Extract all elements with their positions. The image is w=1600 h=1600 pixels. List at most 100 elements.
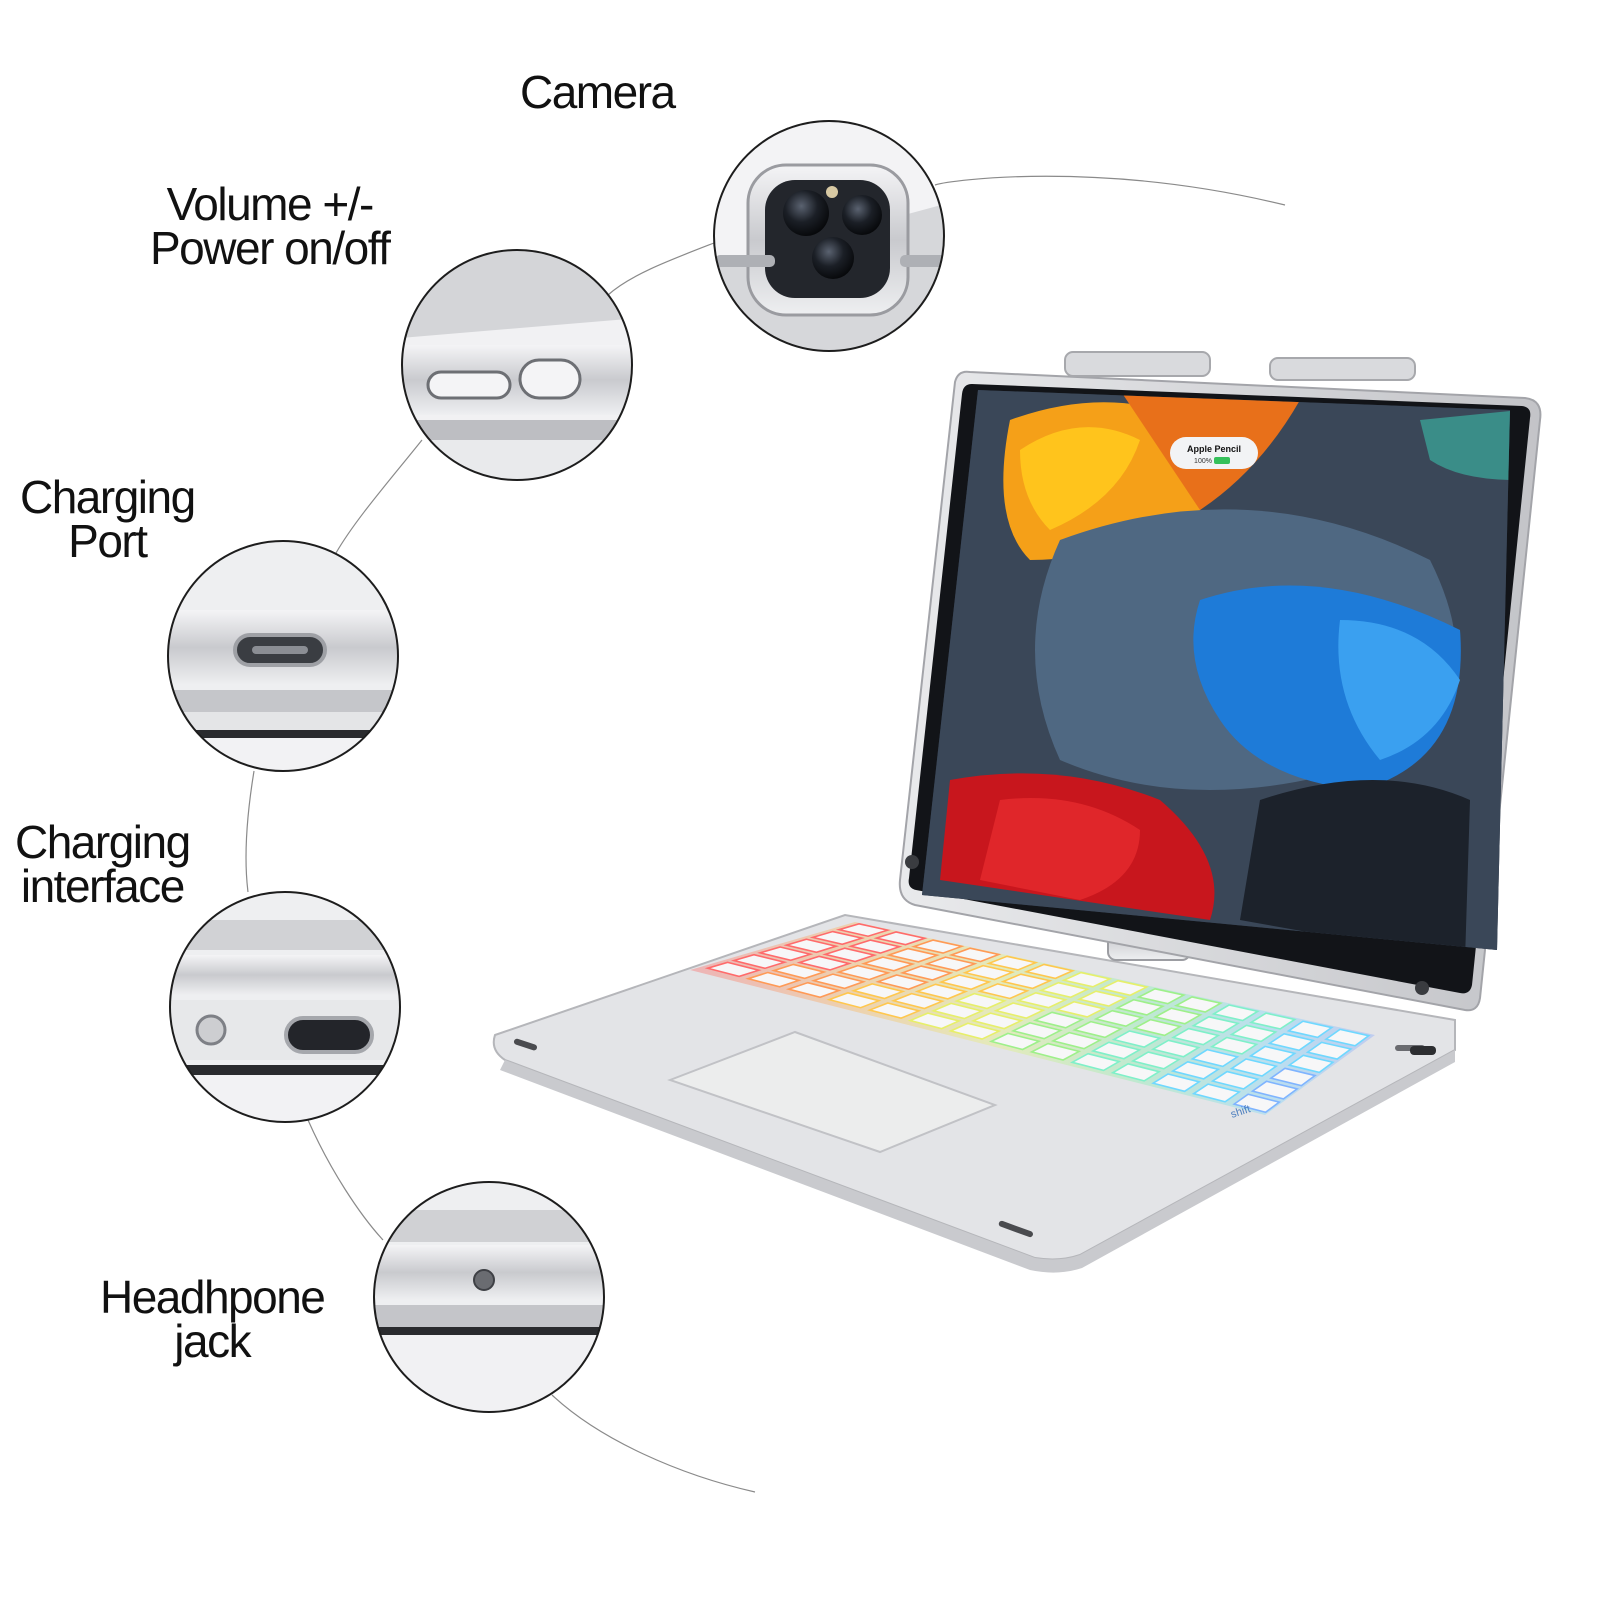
camera-lens-icon: [783, 190, 829, 236]
keyboard-key: [1115, 998, 1166, 1016]
volume-button-icon: [426, 370, 512, 400]
keyboard-key: [890, 992, 945, 1010]
connector-arc: [607, 242, 715, 296]
keyboard-key: [948, 1022, 1002, 1040]
keyboard-key: [1171, 1027, 1221, 1046]
keyboard-key: [1050, 1031, 1103, 1050]
keyboard-key: [1023, 963, 1076, 980]
keyboard-key: [1153, 1007, 1203, 1025]
keyboard-key: [1229, 1024, 1278, 1043]
keyboard-key: [1286, 1020, 1334, 1039]
keyboard-key: [986, 955, 1039, 971]
power-button-icon: [518, 358, 582, 400]
tablet-screen: Apple Pencil 100%: [922, 390, 1510, 950]
keyboard-key: [1305, 1041, 1353, 1060]
keyboard-key: [1170, 1060, 1221, 1080]
keyboard-key: [1098, 979, 1150, 997]
pencil-holder: [1064, 351, 1211, 377]
keyboard-key: [1000, 973, 1053, 990]
keyboard-key: [822, 947, 878, 963]
volume-power-label: Volume +/- Power on/off: [150, 178, 391, 274]
shift-key-label: shift: [1229, 1103, 1252, 1121]
charging-port-label-line1: Charging: [20, 471, 196, 523]
keyboard-key: [1151, 1073, 1202, 1093]
charging-port-label: Charging Port: [20, 471, 196, 567]
camera-label-text: Camera: [520, 66, 676, 118]
keyboard-key: [1232, 1093, 1282, 1114]
charging-socket-icon: [284, 1016, 374, 1054]
keyboard-key: [730, 953, 788, 970]
keyboard-key: [873, 931, 928, 946]
battery-icon: [1214, 457, 1230, 464]
keyboard-key: [810, 973, 867, 990]
camera-lens-icon: [812, 237, 854, 279]
notification-battery: 100%: [1194, 458, 1212, 465]
keyboard-key: [1090, 1041, 1142, 1060]
keyboard-key: [1111, 1030, 1162, 1048]
keyboard-key: [1173, 996, 1223, 1013]
keyboard-key: [1191, 1015, 1241, 1034]
volume-label-line: Volume +/-: [166, 178, 375, 230]
keyboard-key: [785, 981, 842, 999]
keyboard-key: [850, 983, 906, 1000]
keyboard-key: [1093, 1009, 1145, 1028]
keyboard-key: [1150, 1039, 1201, 1058]
keyboard-key: [1072, 1020, 1124, 1039]
camera-detail-circle: [713, 120, 945, 352]
headphone-jack-label: Headhpone jack: [100, 1271, 326, 1364]
keyboard-key: [911, 939, 965, 954]
notification-title: Apple Pencil: [1187, 444, 1241, 454]
keyboard-key: [988, 1032, 1042, 1051]
camera-lens-icon: [842, 195, 882, 235]
keyboard-key: [847, 939, 903, 954]
keyboard-key: [1110, 1062, 1162, 1082]
keyboard-key: [1191, 1083, 1242, 1103]
apple-pencil-notification: [1170, 437, 1258, 469]
keyboard-key: [745, 971, 802, 988]
keyboard-key: [860, 956, 916, 972]
keyboard-key: [1076, 990, 1128, 1007]
headphone-label-line1: Headhpone: [100, 1271, 326, 1323]
keyboard-key: [783, 938, 840, 954]
keyboard-key: [924, 956, 978, 972]
keyboard-key: [757, 946, 814, 962]
charging-interface-detail-circle: [169, 891, 401, 1123]
power-label-line: Power on/off: [150, 222, 391, 274]
keyboard-key: [954, 992, 1007, 1010]
keyboard-key: [1070, 1052, 1122, 1072]
keyboard-key: [1016, 991, 1068, 1009]
charging-interface-label-line1: Charging: [15, 816, 191, 868]
charging-interface-label-line2: interface: [20, 860, 185, 912]
keyboard-key: [930, 1002, 985, 1020]
tablet-keyboard-case: shift Apple Penc: [492, 351, 1542, 1273]
keyboard-key: [1209, 1036, 1259, 1055]
keyboard-key: [835, 964, 891, 981]
headphone-jack-detail-circle: [373, 1181, 605, 1413]
keyboard-key: [1210, 1070, 1260, 1090]
keyboard-key: [809, 930, 865, 946]
keyboard-key: [770, 963, 827, 980]
connector-arc: [551, 1394, 756, 1493]
keyboard-key: [914, 983, 969, 1000]
connector-arc: [335, 439, 423, 554]
headphone-jack-icon: [473, 1269, 495, 1291]
keyboard-key: [962, 964, 1015, 981]
keyboard-key: [1229, 1058, 1279, 1077]
keyboard-key: [1032, 1011, 1085, 1029]
charging-interface-label: Charging interface: [15, 816, 191, 912]
charging-port-label-line2: Port: [68, 515, 148, 567]
trackpad: [667, 1030, 998, 1154]
keyboard-key: [1287, 1054, 1335, 1074]
keyboard-key: [704, 961, 762, 978]
charging-port-detail-circle: [167, 540, 399, 772]
keyboard-key: [1054, 1000, 1106, 1018]
keyboard-key: [1324, 1028, 1371, 1047]
keyboard-key: [899, 965, 954, 981]
keyboard-key: [907, 1012, 962, 1030]
connector-arc: [934, 175, 1286, 206]
keyboard-key: [1211, 1004, 1260, 1022]
keyboard-key: [993, 1002, 1046, 1020]
keyboard-key: [1190, 1048, 1240, 1068]
keyboard-key: [977, 983, 1030, 1000]
keyboard-key: [948, 947, 1002, 963]
